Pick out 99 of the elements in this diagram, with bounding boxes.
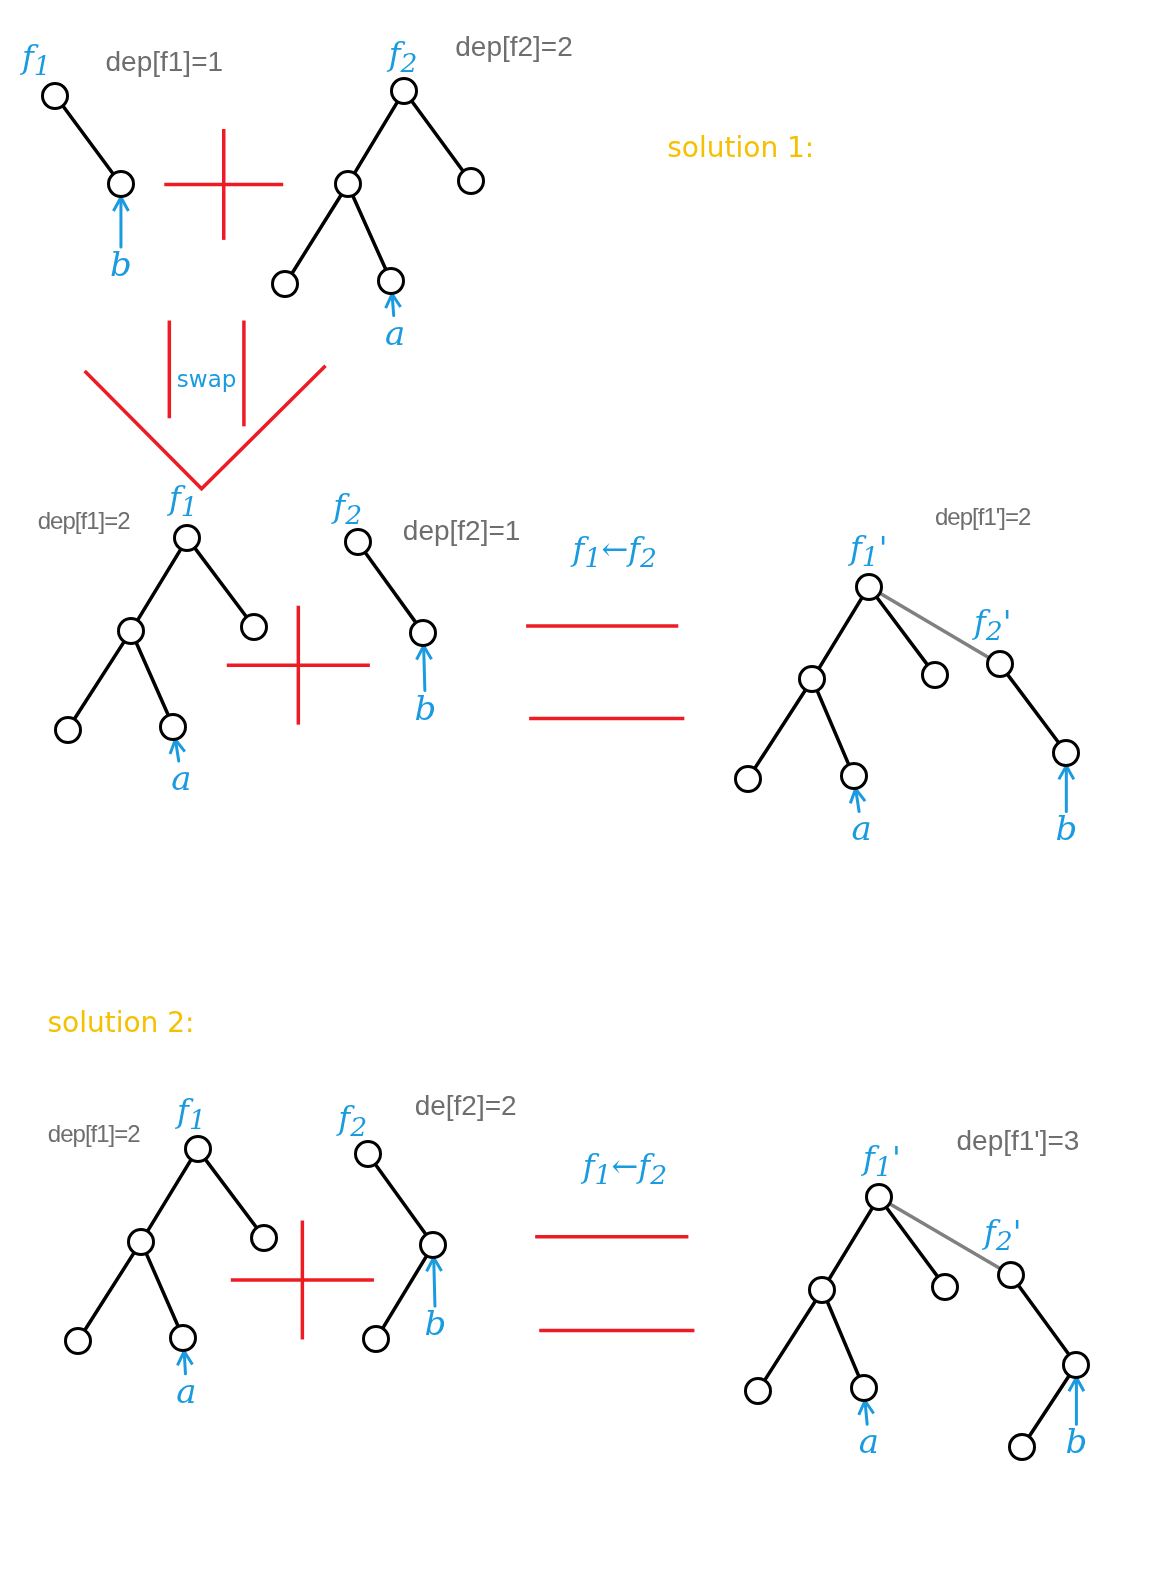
handwritten-label: b	[424, 1306, 447, 1341]
handwritten-label: f$_{1}$←f$_{2}$	[572, 531, 657, 573]
tree-edge	[410, 99, 465, 173]
tree-node-circle	[390, 76, 419, 105]
tree-edge	[1016, 1283, 1071, 1356]
handwritten-label: b	[110, 247, 132, 282]
tree-node-circle	[743, 1376, 772, 1405]
handwritten-label: a	[384, 315, 406, 350]
tree-node-circle	[1062, 1350, 1091, 1379]
tree-node-circle	[343, 528, 372, 557]
tree-node-circle	[361, 1325, 390, 1354]
tree-node-circle	[41, 81, 70, 110]
tree-node-circle	[864, 1183, 893, 1212]
annotation-label: dep[f2]=1	[402, 515, 521, 547]
tree-node-circle	[169, 1324, 198, 1353]
annotation-label: de[f2]=2	[414, 1090, 517, 1121]
tree-edge	[815, 689, 851, 766]
annotation-label: dep[f1]=2	[47, 1120, 140, 1148]
tree-edge	[1027, 1373, 1071, 1439]
tree-edge	[1005, 672, 1061, 745]
section-heading: solution 2:	[47, 1007, 195, 1039]
handwritten-label: b	[1065, 1424, 1088, 1459]
leader-arrow	[415, 644, 433, 692]
tree-edge	[753, 688, 808, 770]
tree-node-circle	[419, 1230, 448, 1259]
handwritten-label: a	[858, 1424, 879, 1459]
tree-node-circle	[854, 572, 883, 601]
handwritten-label: a	[171, 761, 192, 796]
tree-node-circle	[239, 612, 268, 641]
tree-edge	[874, 595, 930, 667]
tree-node-circle	[353, 1140, 382, 1168]
tree-node-circle	[377, 267, 406, 296]
handwritten-label: b	[414, 690, 437, 725]
tree-node-circle	[456, 167, 485, 196]
tree-edge	[363, 551, 418, 625]
tree-node-circle	[985, 650, 1014, 679]
tree-edge	[193, 546, 248, 619]
handwritten-label: f$_{1}$'	[850, 530, 888, 572]
handwritten-label: f$_{2}$'	[984, 1214, 1022, 1255]
tree-edge	[878, 591, 991, 660]
tree-edge	[888, 1202, 1002, 1271]
tree-node-circle	[63, 1327, 92, 1356]
tree-edge	[884, 1206, 940, 1279]
tree-edge	[290, 193, 343, 275]
tree-node-circle	[183, 1134, 212, 1163]
tree-node-circle	[921, 661, 950, 690]
tree-node-circle	[106, 170, 135, 199]
handwritten-label: f$_{2}$	[333, 488, 363, 530]
tree-node-circle	[1052, 738, 1081, 767]
tree-node-circle	[271, 270, 300, 299]
leader-arrow	[168, 738, 187, 763]
tree-edge	[373, 1162, 428, 1236]
tree-node-circle	[1007, 1433, 1036, 1462]
tree-edge	[825, 1300, 861, 1378]
tree-node-circle	[127, 1227, 156, 1256]
annotation-label: dep[f1]=1	[105, 47, 224, 78]
handwritten-label: f$_{2}$	[388, 37, 418, 78]
tree-node-circle	[839, 762, 868, 791]
handwritten-label: f$_{1}$	[21, 40, 51, 81]
annotation-label: dep[f1']=3	[956, 1125, 1080, 1157]
tree-edge	[827, 1206, 874, 1281]
handwritten-label: b	[1055, 811, 1078, 846]
tree-node-circle	[808, 1276, 837, 1305]
handwritten-label: f$_{1}$'	[863, 1140, 901, 1182]
leader-arrow	[857, 1399, 876, 1426]
handwritten-label: f$_{1}$	[169, 480, 198, 522]
annotation-label: dep[f2]=2	[455, 31, 573, 63]
handwritten-label: f$_{1}$	[177, 1093, 206, 1135]
tree-edge	[146, 1158, 193, 1233]
annotation-label: dep[f1]=2	[37, 507, 130, 535]
tree-node-circle	[798, 665, 827, 694]
tree-edge	[817, 595, 864, 670]
handwritten-label: f$_{2}$'	[973, 604, 1012, 646]
tree-node-circle	[409, 618, 438, 647]
tree-edge	[61, 104, 115, 176]
tree-node-circle	[931, 1273, 960, 1302]
tree-node-circle	[333, 170, 362, 199]
leader-arrow	[848, 787, 867, 813]
section-heading: solution 1:	[667, 132, 815, 164]
tree-edge	[203, 1157, 258, 1229]
tree-node-circle	[733, 765, 762, 794]
tree-edge	[72, 640, 126, 721]
tree-node-circle	[173, 524, 202, 553]
leader-arrow	[1057, 764, 1076, 813]
tree-node-circle	[996, 1260, 1025, 1289]
tree-node-circle	[53, 715, 82, 744]
tree-edge	[136, 547, 183, 622]
annotation-label: dep[f1']=2	[935, 503, 1031, 531]
handwritten-label: f$_{2}$	[338, 1100, 368, 1142]
annotation-label: swap	[176, 367, 237, 393]
handwritten-label: a	[851, 811, 872, 846]
tree-node-circle	[117, 616, 145, 645]
handwritten-label: a	[176, 1373, 197, 1408]
tree-edge	[763, 1299, 818, 1382]
tree-node-circle	[250, 1223, 279, 1252]
handwritten-label: f$_{1}$←f$_{2}$	[582, 1148, 668, 1190]
tree-edge	[134, 641, 170, 717]
tree-node-circle	[849, 1373, 878, 1402]
tree-node-circle	[159, 712, 188, 741]
